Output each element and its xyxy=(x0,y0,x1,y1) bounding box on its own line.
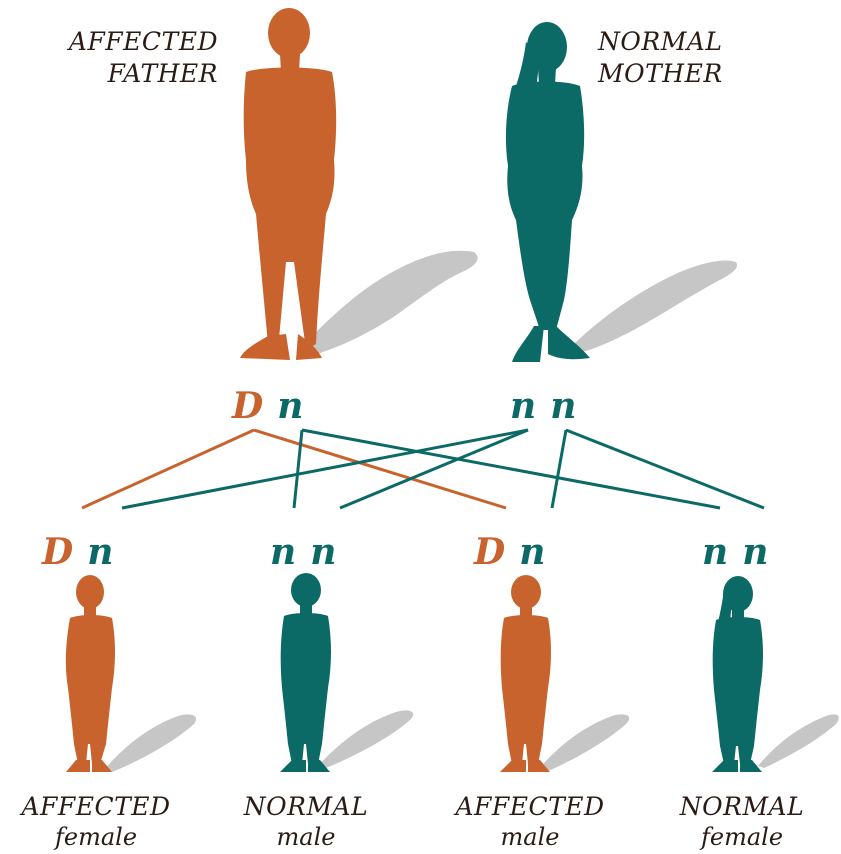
father-shadow xyxy=(300,251,478,358)
child3-label: AFFECTED male xyxy=(440,792,620,852)
child3-figure xyxy=(500,575,551,772)
mother-figure xyxy=(506,22,590,362)
father-label-line1: AFFECTED xyxy=(52,26,218,58)
child3-shadow xyxy=(538,714,629,772)
mother-allele-2: n xyxy=(550,385,576,427)
mother-label-line1: NORMAL xyxy=(598,26,758,58)
child4-label: NORMAL female xyxy=(662,792,822,852)
line-mother-n2-child3 xyxy=(552,430,566,508)
child4-allele-2: n xyxy=(742,531,768,573)
mother-label-line2: MOTHER xyxy=(598,58,758,90)
mother-allele-1: n xyxy=(510,385,536,427)
father-allele-2: n xyxy=(277,385,303,427)
child4-shadow xyxy=(758,714,839,768)
child1-allele-1: D xyxy=(42,531,73,573)
child1-sex: female xyxy=(6,822,186,852)
child1-allele-2: n xyxy=(87,531,113,573)
father-allele-1: D xyxy=(232,385,263,427)
child3-allele-2: n xyxy=(519,531,545,573)
inheritance-lines xyxy=(82,430,764,508)
child4-sex: female xyxy=(662,822,822,852)
child3-sex: male xyxy=(440,822,620,852)
child2-figure xyxy=(280,573,331,772)
mother-shadow xyxy=(572,260,737,354)
child1-label: AFFECTED female xyxy=(6,792,186,852)
father-label: AFFECTED FATHER xyxy=(52,26,218,90)
child2-label: NORMAL male xyxy=(226,792,386,852)
child2-allele-1: n xyxy=(270,531,296,573)
line-father-D-child1 xyxy=(82,430,254,508)
child3-status: AFFECTED xyxy=(440,792,620,822)
mother-label: NORMAL MOTHER xyxy=(598,26,758,90)
child2-sex: male xyxy=(226,822,386,852)
child4-status: NORMAL xyxy=(662,792,822,822)
child1-status: AFFECTED xyxy=(6,792,186,822)
child1-figure xyxy=(66,575,115,772)
father-figure xyxy=(240,8,336,360)
child3-allele-1: D xyxy=(474,531,505,573)
child2-shadow xyxy=(318,710,413,768)
child1-shadow xyxy=(104,714,196,772)
child4-figure xyxy=(712,576,763,772)
child2-status: NORMAL xyxy=(226,792,386,822)
child4-allele-1: n xyxy=(702,531,728,573)
child2-allele-2: n xyxy=(310,531,336,573)
father-label-line2: FATHER xyxy=(52,58,218,90)
